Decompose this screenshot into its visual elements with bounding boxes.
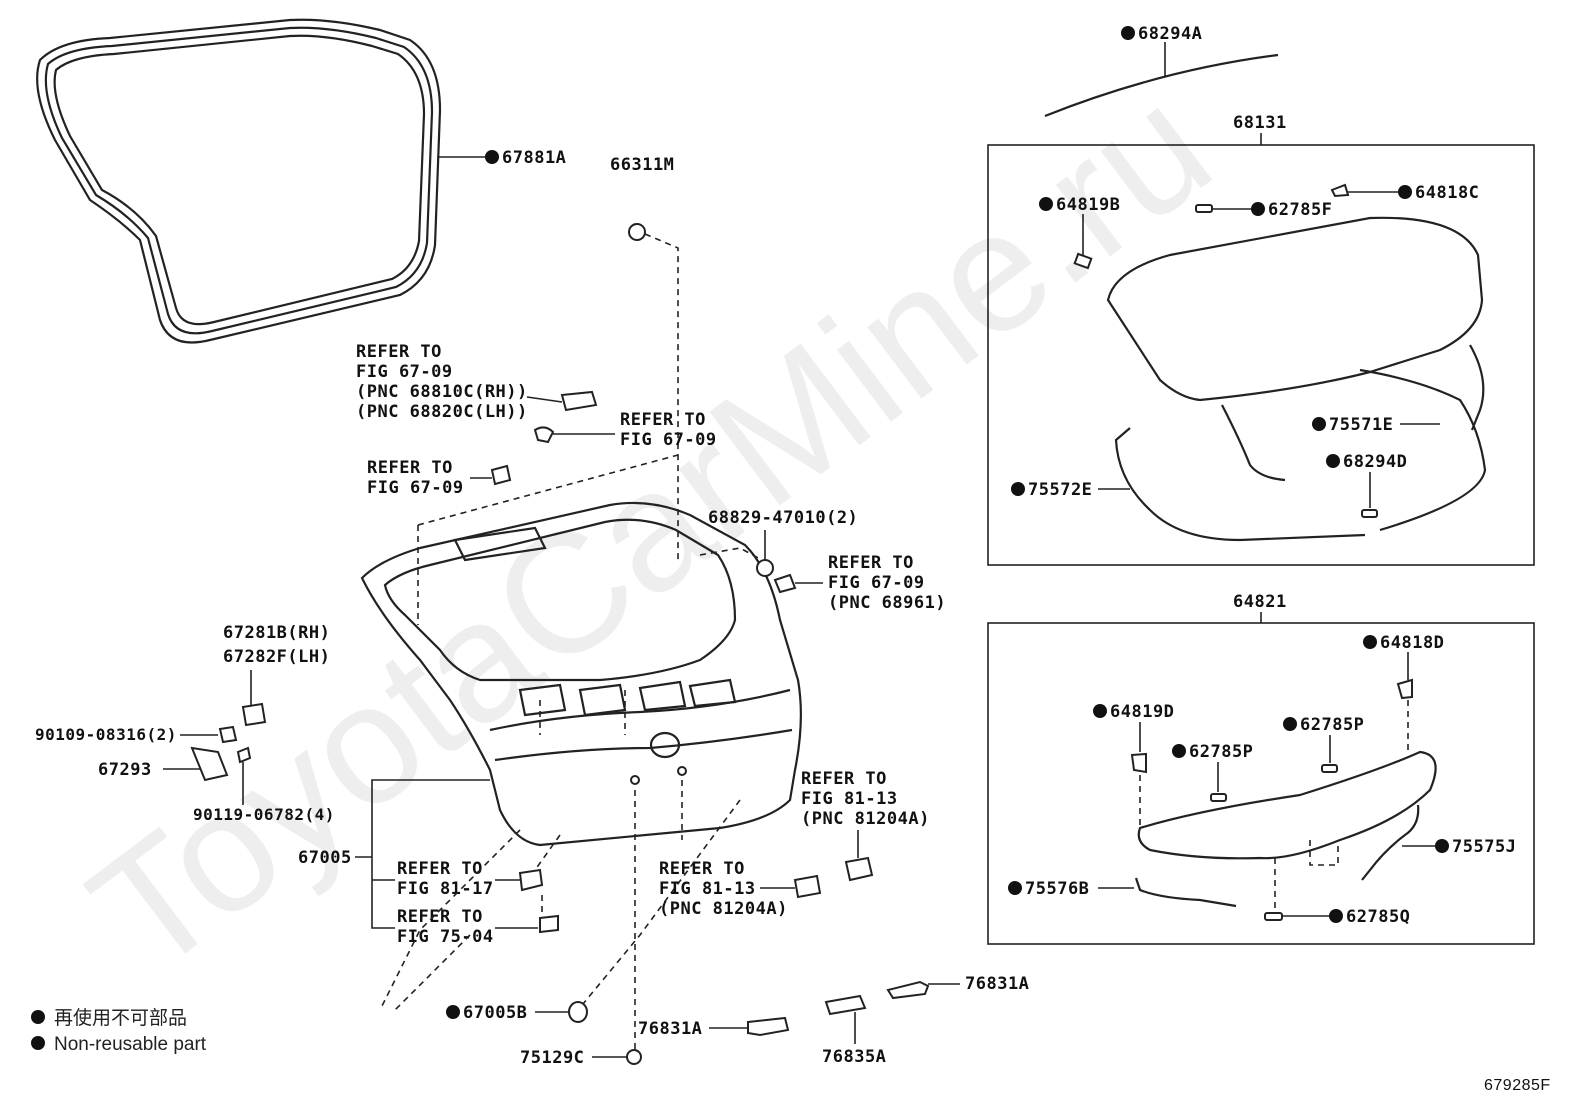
label-75571E: 75571E <box>1329 415 1393 435</box>
weatherstrip-67881A <box>36 18 442 344</box>
ref5-line1: REFER TO <box>397 859 483 879</box>
part-75575J <box>1361 804 1420 881</box>
legend-jp: 再使用不可部品 <box>54 1007 187 1029</box>
label-62785Q: 62785Q <box>1346 907 1410 927</box>
label-76831A-2: 76831A <box>965 974 1029 994</box>
ref5-line2: FIG 81-17 <box>397 879 494 899</box>
ref4-line2: FIG 67-09 <box>828 573 925 593</box>
part-75576B <box>1134 877 1237 908</box>
group-64821: 64821 <box>1233 592 1287 612</box>
ref6-line2: FIG 75-04 <box>397 927 494 947</box>
label-64818D: 64818D <box>1380 633 1444 653</box>
label-68829-47010: 68829-47010(2) <box>708 508 858 528</box>
label-75129C: 75129C <box>520 1048 584 1068</box>
ref1-line4: (PNC 68820C(LH)) <box>356 402 528 422</box>
label-66311M: 66311M <box>610 155 674 175</box>
ref7-line1: REFER TO <box>801 769 887 789</box>
label-90119-06782: 90119-06782(4) <box>193 805 335 824</box>
label-76835A: 76835A <box>822 1047 886 1067</box>
back-door-panel <box>360 501 802 847</box>
ref1-line2: FIG 67-09 <box>356 362 453 382</box>
label-67005: 67005 <box>298 848 352 868</box>
part-stay-bracket <box>560 390 598 412</box>
label-68294A: 68294A <box>1138 24 1202 44</box>
ref4-line1: REFER TO <box>828 553 914 573</box>
part-66311M <box>628 223 646 241</box>
label-67881A: 67881A <box>502 148 566 168</box>
label-75576B: 75576B <box>1025 879 1089 899</box>
ref2-line2: FIG 67-09 <box>620 430 717 450</box>
ref8-line3: (PNC 81204A) <box>659 899 788 919</box>
label-75572E: 75572E <box>1028 480 1092 500</box>
ref1-line3: (PNC 68810C(RH)) <box>356 382 528 402</box>
ref6-line1: REFER TO <box>397 907 483 927</box>
part-76835A <box>824 994 867 1016</box>
ref7-line2: FIG 81-13 <box>801 789 898 809</box>
ref1-line1: REFER TO <box>356 342 442 362</box>
part-76831A-2 <box>886 980 930 1000</box>
label-67005B: 67005B <box>463 1003 527 1023</box>
label-67281B: 67281B(RH) <box>223 623 330 643</box>
label-68294D: 68294D <box>1343 452 1407 472</box>
ref8-line1: REFER TO <box>659 859 745 879</box>
label-90109-08316: 90109-08316(2) <box>35 725 177 744</box>
trim-panel <box>1137 750 1437 860</box>
group-68131: 68131 <box>1233 113 1287 133</box>
label-67293: 67293 <box>98 760 152 780</box>
part-68294A <box>1044 53 1279 118</box>
label-75575J: 75575J <box>1452 837 1516 857</box>
label-64818C: 64818C <box>1415 183 1479 203</box>
label-64819D: 64819D <box>1110 702 1174 722</box>
ref8-line2: FIG 81-13 <box>659 879 756 899</box>
label-62785F: 62785F <box>1268 200 1332 220</box>
label-62785P-2: 62785P <box>1300 715 1364 735</box>
part-76831A-1 <box>747 1016 790 1037</box>
trim-group-box <box>987 622 1535 945</box>
legend-en: Non-reusable part <box>54 1034 207 1055</box>
label-64819B: 64819B <box>1056 195 1120 215</box>
label-67282F: 67282F(LH) <box>223 647 330 667</box>
ref4-line3: (PNC 68961) <box>828 593 946 613</box>
ref2-line1: REFER TO <box>620 410 706 430</box>
figure-id: 679285F <box>1484 1077 1551 1094</box>
part-67293-hinge <box>190 746 229 782</box>
ref3-line2: FIG 67-09 <box>367 478 464 498</box>
label-76831A-1: 76831A <box>638 1019 702 1039</box>
ref7-line3: (PNC 81204A) <box>801 809 930 829</box>
ref3-line1: REFER TO <box>367 458 453 478</box>
label-62785P-1: 62785P <box>1189 742 1253 762</box>
part-75572E <box>1114 427 1366 542</box>
back-door-glass <box>1106 216 1484 402</box>
glass-group-box <box>987 144 1535 566</box>
